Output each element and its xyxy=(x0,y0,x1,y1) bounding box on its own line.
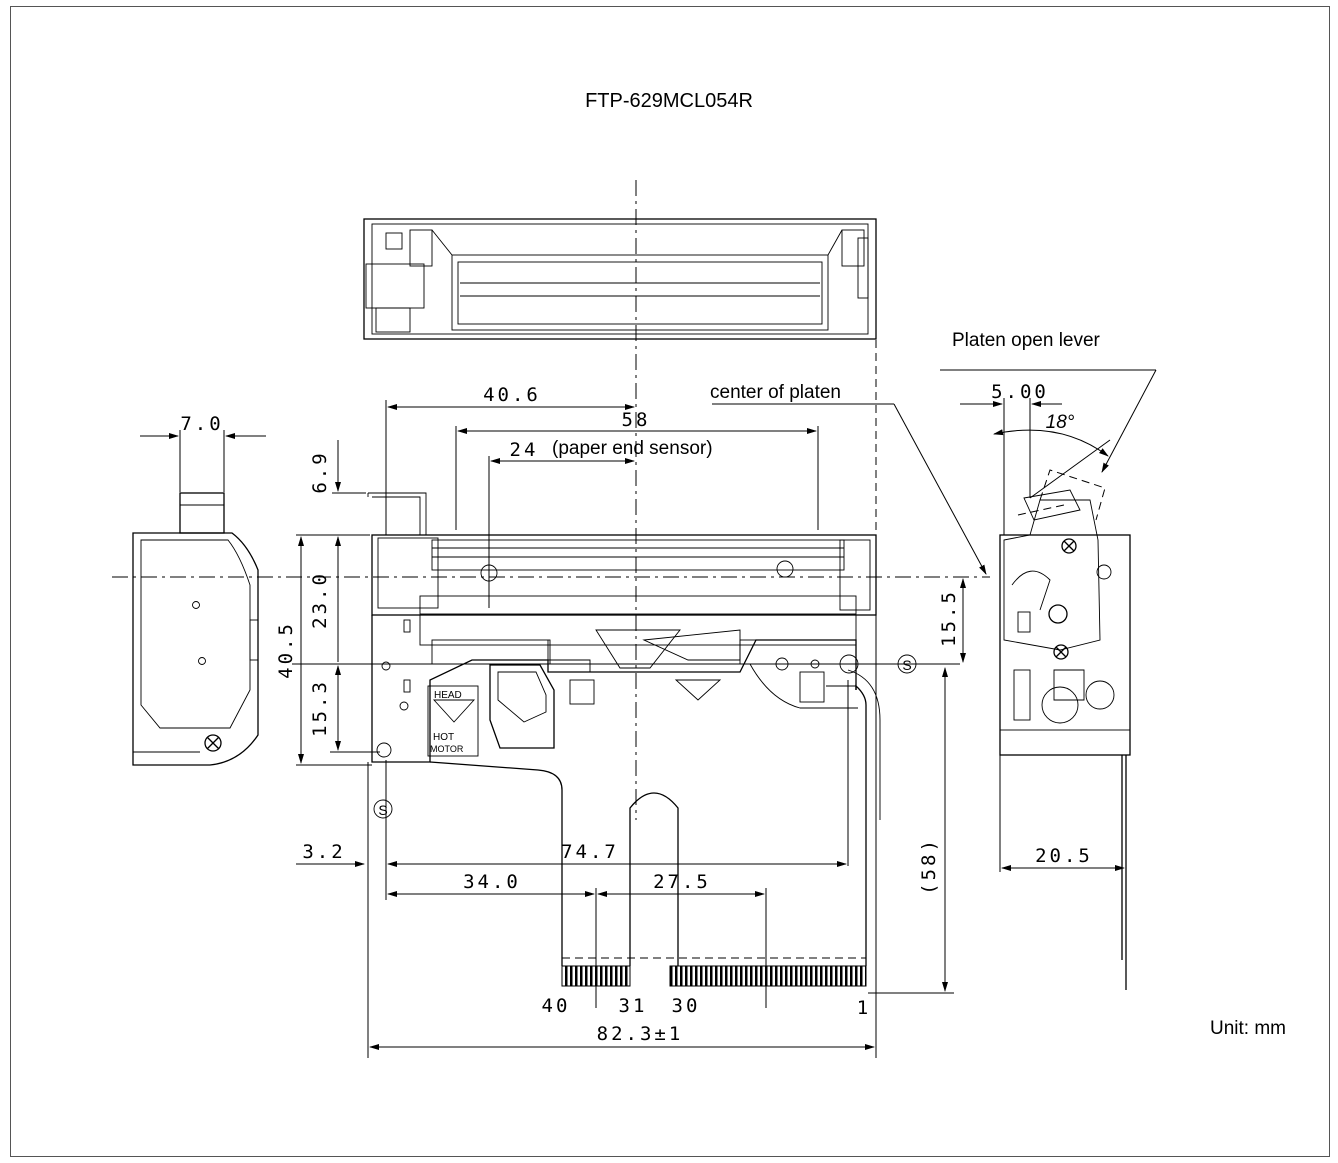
svg-text:74.7: 74.7 xyxy=(561,841,619,863)
svg-text:S: S xyxy=(378,802,387,818)
svg-text:15.3: 15.3 xyxy=(309,679,331,737)
dim-18-degree: 18° xyxy=(993,412,1111,499)
drawing-frame xyxy=(10,6,1330,1157)
svg-text:58: 58 xyxy=(622,409,651,431)
svg-text:7.0: 7.0 xyxy=(180,413,223,435)
dim-23-0: 23.0 xyxy=(309,537,339,662)
dim-7-0: 7.0 xyxy=(140,413,266,492)
svg-text:MOTOR: MOTOR xyxy=(430,744,464,754)
dim-24: 24 (paper end sensor) xyxy=(488,438,713,608)
top-view xyxy=(363,218,877,340)
svg-text:3.2: 3.2 xyxy=(302,841,345,863)
svg-text:34.0: 34.0 xyxy=(463,871,521,893)
center-of-platen-callout: center of platen xyxy=(710,382,987,575)
svg-text:HEAD: HEAD xyxy=(434,690,462,701)
drawing-title: FTP-629MCL054R xyxy=(585,90,753,112)
pin-label-40: 40 xyxy=(542,995,571,1017)
svg-text:18°: 18° xyxy=(1046,412,1075,433)
left-side-view xyxy=(132,492,259,766)
dim-82-3: 82.3±1 xyxy=(369,1023,875,1050)
dim-3-2: 3.2 xyxy=(296,841,365,867)
svg-text:(paper end sensor): (paper end sensor) xyxy=(552,438,713,459)
platen-open-lever-callout: Platen open lever xyxy=(940,330,1157,473)
pin-label-30: 30 xyxy=(672,995,701,1017)
dim-40-6: 40.6 xyxy=(385,384,635,535)
dim-6-9: 6.9 xyxy=(309,440,370,590)
front-view: HEAD HOT MOTOR S S xyxy=(367,340,917,1058)
dim-15-5: 15.5 xyxy=(938,578,966,663)
svg-text:27.5: 27.5 xyxy=(653,871,711,893)
svg-text:(58): (58) xyxy=(918,837,940,895)
pin-label-31: 31 xyxy=(619,995,648,1017)
unit-note: Unit: mm xyxy=(1210,1018,1286,1039)
svg-text:center of platen: center of platen xyxy=(710,382,841,403)
svg-text:23.0: 23.0 xyxy=(309,571,331,629)
dim-40-5: 40.5 xyxy=(275,534,372,766)
dim-20-5: 20.5 xyxy=(1001,845,1125,871)
svg-text:40.6: 40.6 xyxy=(483,384,541,406)
svg-text:5.00: 5.00 xyxy=(991,381,1049,403)
dim-paren-58: (58) xyxy=(868,667,954,994)
pin-label-1: 1 xyxy=(857,997,871,1019)
dim-58: 58 xyxy=(455,409,819,530)
svg-text:24: 24 xyxy=(510,439,539,461)
svg-text:20.5: 20.5 xyxy=(1035,845,1093,867)
dim-74-7: 74.7 xyxy=(385,680,849,900)
svg-text:15.5: 15.5 xyxy=(938,589,960,647)
svg-text:HOT: HOT xyxy=(433,732,454,743)
svg-text:Platen open lever: Platen open lever xyxy=(952,330,1101,351)
svg-text:82.3±1: 82.3±1 xyxy=(597,1023,684,1045)
dim-27-5: 27.5 xyxy=(597,871,767,1008)
svg-text:40.5: 40.5 xyxy=(275,621,297,679)
dim-5-00: 5.00 xyxy=(960,381,1062,535)
svg-text:S: S xyxy=(902,657,911,673)
right-side-view xyxy=(999,469,1131,990)
dim-34-0: 34.0 xyxy=(387,871,597,1008)
svg-text:6.9: 6.9 xyxy=(309,450,331,493)
dim-15-3: 15.3 xyxy=(309,665,380,753)
